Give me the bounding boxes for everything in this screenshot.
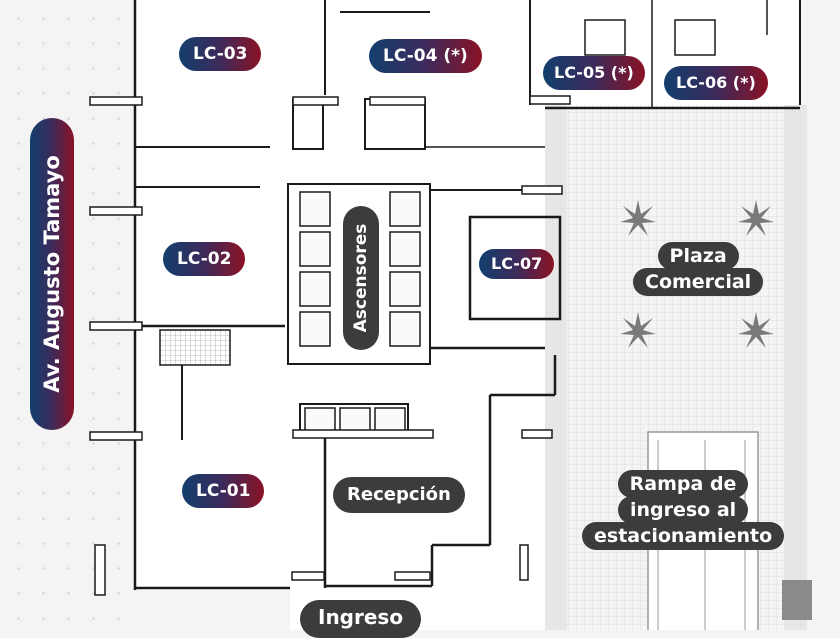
plaza-line-2: Comercial xyxy=(633,268,764,296)
street-label: Av. Augusto Tamayo xyxy=(30,118,74,430)
drain-grate xyxy=(782,580,812,620)
palm-tree-icon xyxy=(620,200,656,236)
plaza-line-1: Plaza xyxy=(657,242,739,270)
palm-tree-icon xyxy=(620,312,656,348)
column xyxy=(94,544,106,596)
column xyxy=(394,571,431,581)
palm-tree-icon xyxy=(738,200,774,236)
plaza-label[interactable]: Plaza Comercial xyxy=(633,242,764,296)
unit-label-lc-04[interactable]: LC-04 (*) xyxy=(369,39,482,73)
unit-label-lc-06[interactable]: LC-06 (*) xyxy=(664,66,768,100)
column xyxy=(292,96,339,106)
column xyxy=(521,185,563,195)
unit-label-lc-02[interactable]: LC-02 xyxy=(163,242,246,276)
ramp-line-1: Rampa de xyxy=(617,470,749,498)
column xyxy=(292,429,434,439)
ramp-line-2: ingreso al xyxy=(617,496,749,524)
entrance-label[interactable]: Ingreso xyxy=(300,600,422,638)
reception-label[interactable]: Recepción xyxy=(333,477,465,513)
unit-label-lc-07[interactable]: LC-07 xyxy=(479,249,555,279)
elevators-label[interactable]: Ascensores xyxy=(343,206,379,350)
palm-tree-icon xyxy=(738,312,774,348)
street-name: Av. Augusto Tamayo xyxy=(40,155,64,393)
unit-label-lc-03[interactable]: LC-03 xyxy=(179,37,262,71)
ramp-label[interactable]: Rampa de ingreso al estacionamiento xyxy=(582,470,785,550)
column xyxy=(369,96,426,106)
column xyxy=(89,96,143,106)
column xyxy=(89,431,143,441)
column xyxy=(529,95,571,105)
elevators-text: Ascensores xyxy=(351,223,371,333)
unit-label-lc-05[interactable]: LC-05 (*) xyxy=(543,56,645,90)
ramp-line-3: estacionamiento xyxy=(582,522,785,550)
column xyxy=(89,321,143,331)
plaza-border-right xyxy=(785,105,807,630)
column xyxy=(89,206,143,216)
column xyxy=(521,429,553,439)
column xyxy=(519,544,529,581)
unit-label-lc-01[interactable]: LC-01 xyxy=(182,474,265,508)
column xyxy=(291,571,325,581)
